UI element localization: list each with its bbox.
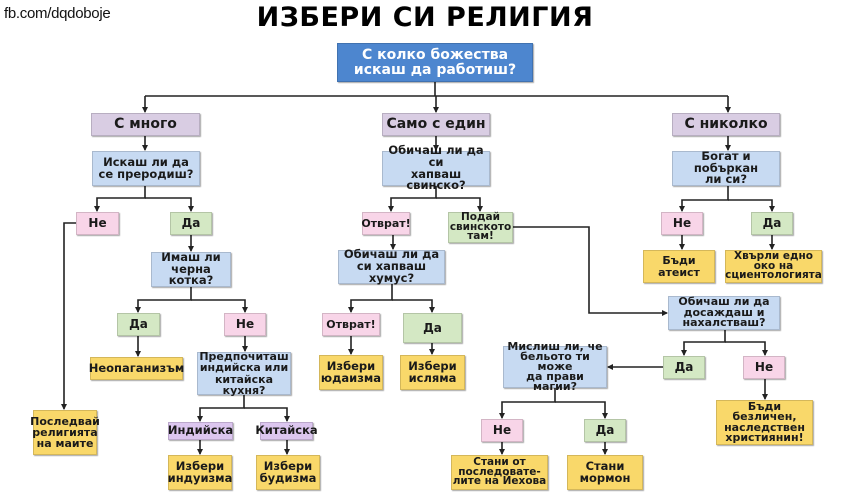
answer-yes: Да (584, 419, 626, 442)
connector (348, 284, 393, 313)
result-islam: Избери исляма (400, 355, 465, 390)
result-atheist: Бъди атеист (643, 250, 715, 283)
question-cuisine: Предпочиташ индийска или китайска кухня? (197, 351, 291, 396)
answer-yes: Да (751, 212, 793, 235)
answer-yes: Да (117, 313, 160, 336)
answer-pass-pork: Подай свинското там! (448, 210, 513, 243)
answer-no: Не (224, 313, 266, 336)
answer-yes: Да (403, 313, 462, 343)
page-title: ИЗБЕРИ СИ РЕЛИГИЯ (256, 2, 594, 33)
connector (145, 197, 194, 212)
option-indian: Индийска (168, 422, 233, 440)
connector (679, 186, 729, 212)
result-scientology: Хвърли едно око на сциентологията (725, 249, 822, 283)
connector (499, 388, 556, 419)
option-chinese: Китайска (255, 422, 318, 440)
question-pork: Обичаш ли да си хапваш свинско? (382, 144, 490, 191)
question-hummus: Обичаш ли да си хапваш хумус? (338, 249, 445, 284)
connector (61, 222, 76, 410)
result-mormon: Стани мормон (567, 455, 643, 490)
connector (244, 407, 290, 422)
answer-yes: Да (170, 212, 212, 235)
result-christian: Бъди безличен, наследствен християнин! (716, 400, 813, 445)
answer-no: Не (743, 356, 785, 379)
result-buddhism: Избери будизма (256, 455, 320, 490)
question-rich-crazy: Богат и побъркан ли си? (672, 150, 780, 186)
result-judaism: Избери юдаизма (319, 355, 383, 390)
connector (725, 341, 768, 356)
question-magic-underwear: Мислиш ли, че бельото ти може да прави м… (503, 341, 607, 392)
answer-no: Не (76, 212, 119, 235)
result-jehovah: Стани от последовате- лите на Йехова (451, 455, 548, 490)
connector (392, 299, 435, 313)
question-reborn: Искаш ли да се преродиш? (92, 151, 200, 186)
category-many: С много (91, 113, 200, 136)
connector (513, 226, 668, 316)
answer-disgust: Отврат! (361, 212, 411, 235)
connector (191, 299, 248, 313)
result-maya: Последвай религията на маите (30, 410, 100, 455)
connector (728, 199, 775, 212)
answer-no: Не (481, 419, 523, 442)
connector (436, 197, 483, 212)
question-annoy: Обичаш ли да досаждаш и нахалстваш? (668, 296, 780, 330)
connector (135, 287, 192, 313)
result-neopaganism: Неопаганизъм (89, 357, 184, 380)
answer-yes: Да (663, 356, 705, 379)
connector (555, 401, 608, 419)
category-one: Само с един (382, 113, 490, 136)
connector (197, 395, 245, 422)
result-hinduism: Избери индуизма (168, 455, 232, 490)
watermark: fb.com/dqdoboje (4, 5, 111, 22)
question-black-cat: Имаш ли черна котка? (151, 251, 231, 287)
answer-no: Не (661, 212, 703, 235)
category-none: С николко (672, 113, 780, 136)
connector (94, 186, 146, 212)
root-question: С колко божества искаш да работиш? (337, 43, 533, 82)
connector (388, 186, 437, 212)
connector (681, 330, 726, 356)
answer-disgust: Отврат! (322, 313, 380, 336)
